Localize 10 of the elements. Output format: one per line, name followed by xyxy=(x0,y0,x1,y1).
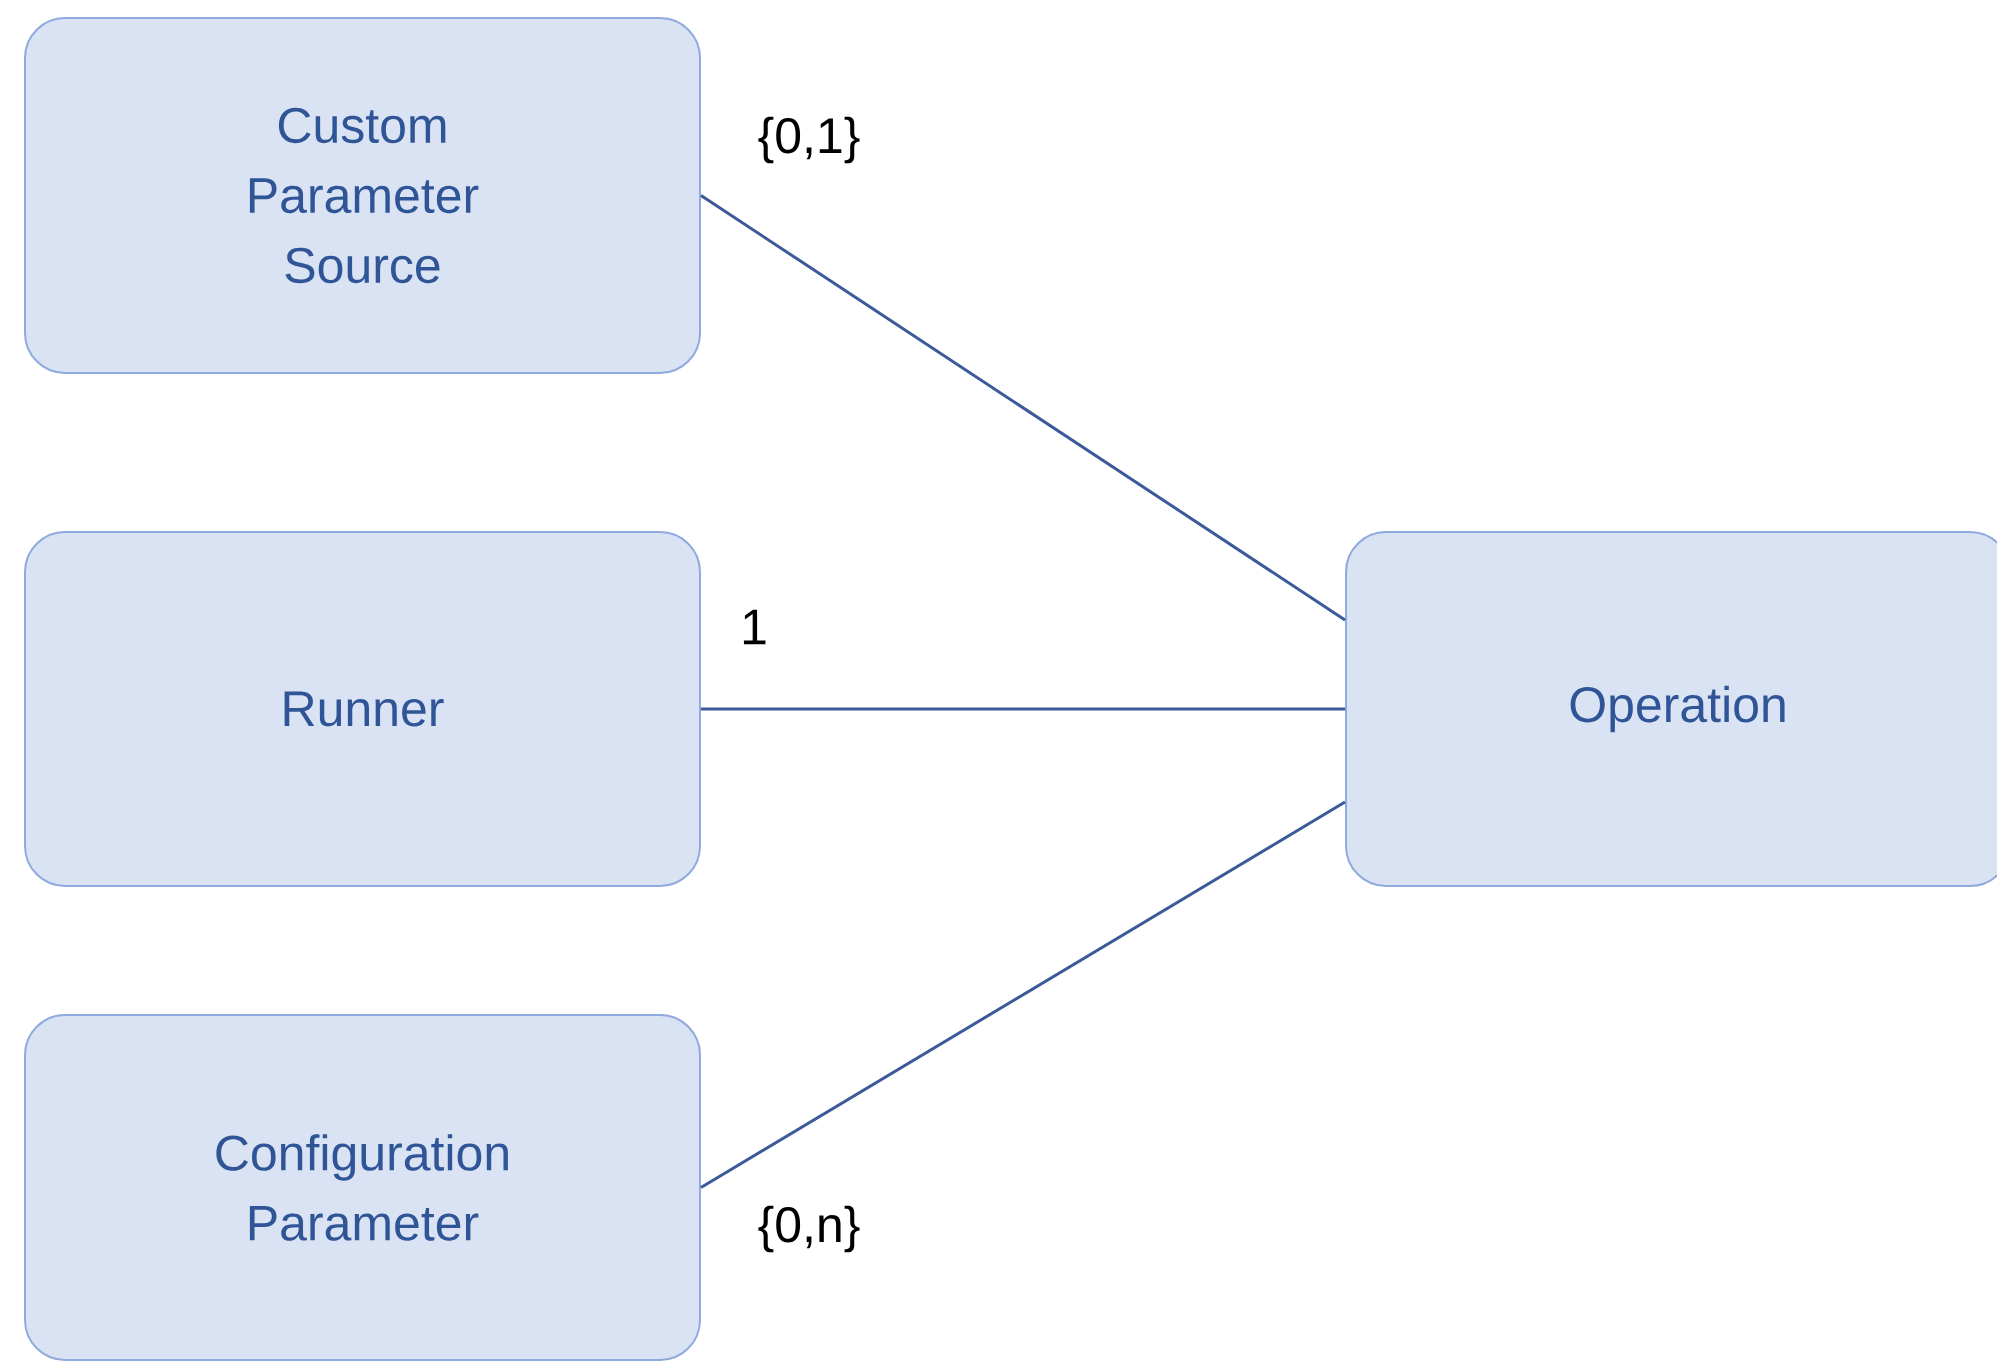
connector-line xyxy=(700,800,1346,1189)
connector-line xyxy=(700,194,1346,622)
process-box: Configuration Parameter xyxy=(24,1014,701,1361)
connector-line xyxy=(701,707,1345,711)
multiplicity-label: {0,n} xyxy=(758,1205,860,1253)
multiplicity-label: {0,1} xyxy=(758,116,860,164)
process-box: Runner xyxy=(24,531,701,887)
multiplicity-label: 1 xyxy=(743,609,766,645)
process-box: Operation xyxy=(1345,531,1997,887)
process-box: Custom Parameter Source xyxy=(24,17,701,374)
